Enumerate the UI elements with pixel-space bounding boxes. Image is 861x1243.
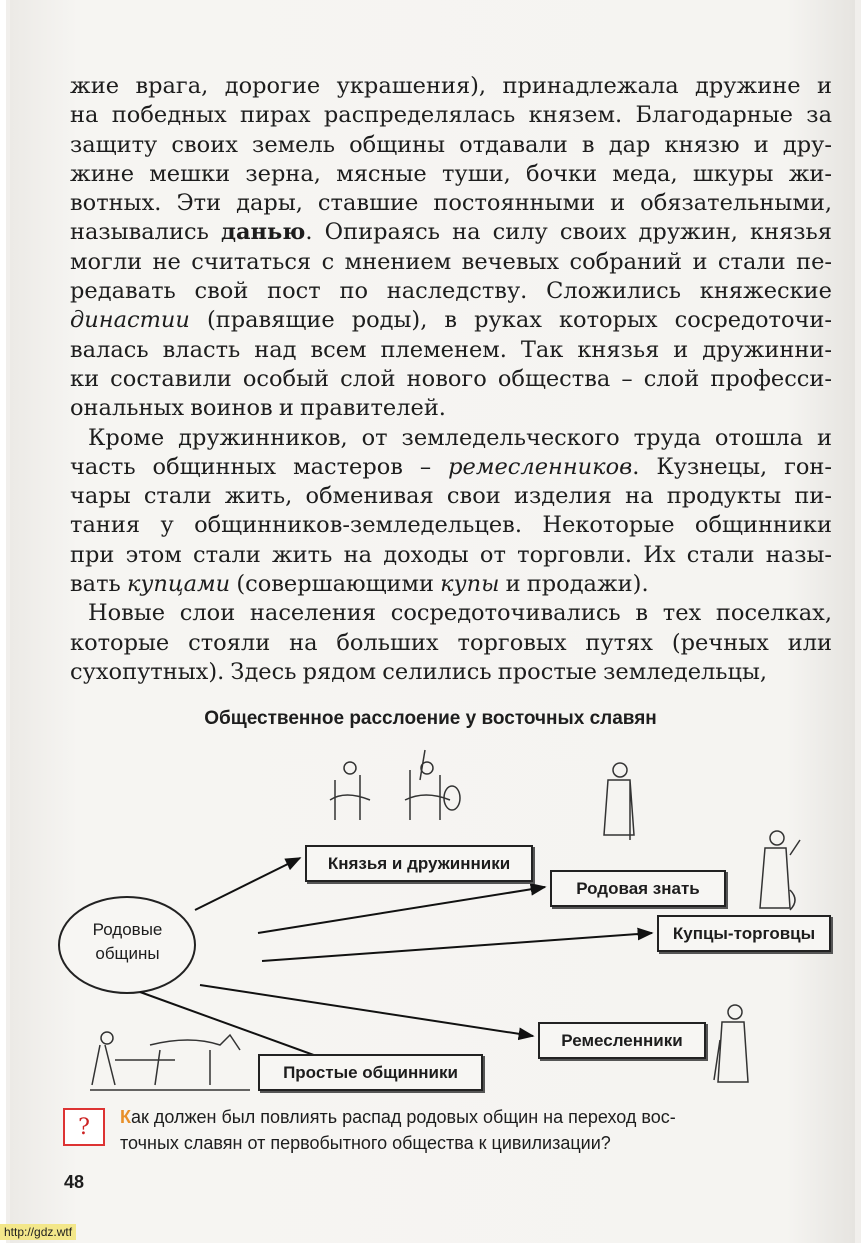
text-segment: которые стояли на больших торговых путях… (70, 629, 832, 656)
text-segment: при этом стали жить на доходы от торговл… (70, 541, 832, 568)
text-segment: и продажи). (499, 571, 649, 598)
text-segment: чары стали жить, обменивая свои изделия … (70, 483, 832, 510)
text-segment: вотных. Эти дары, ставшие постоянными и … (70, 190, 832, 217)
noble-illustration (603, 762, 635, 840)
source-label-line1: Родовые (92, 920, 163, 939)
craftsman-illustration (713, 1004, 749, 1083)
text-segment: тания у общинников-земледельцев. Некотор… (70, 512, 832, 539)
text-segment: жине мешки зерна, мясные туши, бочки мед… (70, 160, 832, 187)
italic-term: купцами (126, 571, 231, 598)
source-label: Родовые общины (70, 918, 185, 966)
text-segment: жие врага, дорогие украшения), принадлеж… (70, 73, 832, 99)
arrow-craftsmen (199, 984, 535, 1041)
text-segment: (совершающими (230, 571, 441, 598)
text-segment: вать (70, 571, 127, 598)
plowman-illustration (90, 1031, 250, 1091)
arrow-merchants (261, 927, 654, 962)
text-line: жие врага, дорогие украшения), принадлеж… (70, 72, 832, 101)
question-text: Как должен был повлиять распад родовых о… (120, 1104, 676, 1156)
question-first-letter: К (120, 1107, 131, 1127)
box-princes: Князья и дружинники (305, 845, 533, 882)
text-line: династии (правящие роды), в руках которы… (70, 306, 832, 335)
text-line: Новые слои населения сосредоточивались в… (70, 599, 832, 628)
text-line: вать купцами (совершающими купы и продаж… (70, 570, 832, 599)
text-line: Кроме дружинников, от земледельческого т… (70, 424, 832, 453)
warriors-illustration (329, 749, 461, 820)
text-line: сухопутных). Здесь рядом селились просты… (70, 658, 832, 687)
text-segment: (правящие роды), в руках которых сосредо… (189, 307, 832, 334)
text-line: валась власть над всем племенем. Так кня… (70, 336, 832, 365)
page-edge (0, 0, 6, 1243)
text-segment: ональных воинов и правителей. (70, 395, 446, 422)
text-line: защиту своих земель общины отдавали в да… (70, 131, 832, 160)
text-line: которые стояли на больших торговых путях… (70, 629, 832, 658)
source-label-line2: общины (95, 944, 160, 963)
box-commoners: Простые общинники (258, 1054, 483, 1091)
box-nobility: Родовая знать (550, 870, 726, 907)
diagram-title: Общественное расслоение у восточных слав… (204, 708, 657, 729)
text-segment: назывались (70, 219, 221, 246)
page-number: 48 (64, 1172, 85, 1192)
text-line: тания у общинников-земледельцев. Некотор… (70, 511, 832, 540)
text-line: редавать свой пост по наследству. Сложил… (70, 277, 832, 306)
text-line: вотных. Эти дары, ставшие постоянными и … (70, 189, 832, 218)
text-line: на победных пирах распределялась князем.… (70, 101, 832, 130)
text-line: ки составили особый слой нового общества… (70, 365, 832, 394)
text-segment: ки составили особый слой нового общества… (70, 365, 832, 392)
merchant-illustration (759, 830, 801, 911)
text-line: назывались данью. Опираясь на силу своих… (70, 218, 832, 247)
text-segment: часть общинных мастеров – (70, 453, 449, 480)
italic-term: купы (440, 571, 500, 598)
italic-term: династии (70, 307, 190, 334)
source-link[interactable]: http://gdz.wtf (0, 1224, 77, 1240)
text-line: жине мешки зерна, мясные туши, бочки мед… (70, 160, 832, 189)
question-line2: точных славян от первобытного общества к… (120, 1133, 611, 1153)
text-segment: . Опираясь на силу своих дружин, князья (305, 219, 833, 246)
text-segment: Кроме дружинников, от земледельческого т… (88, 424, 832, 451)
text-line: часть общинных мастеров – ремесленников.… (70, 453, 832, 482)
italic-term: ремесленников (448, 453, 633, 480)
text-segment: . Кузнецы, гон- (632, 453, 832, 480)
text-segment: защиту своих земель общины отдавали в да… (70, 131, 832, 158)
box-merchants: Купцы-торговцы (657, 915, 831, 952)
box-craftsmen: Ремесленники (538, 1022, 706, 1059)
body-text: жие врага, дорогие украшения), принадлеж… (70, 72, 832, 687)
arrow-princes (194, 857, 302, 911)
text-segment: валась власть над всем племенем. Так кня… (70, 336, 832, 363)
text-segment: редавать свой пост по наследству. Сложил… (70, 278, 832, 305)
source-ellipse (58, 896, 196, 994)
text-segment: сухопутных). Здесь рядом селились просты… (70, 658, 768, 685)
text-segment: на победных пирах распределялась князем.… (70, 102, 832, 129)
text-line: ональных воинов и правителей. (70, 394, 832, 423)
bold-term: данью (220, 219, 306, 246)
text-line: при этом стали жить на доходы от торговл… (70, 541, 832, 570)
question-icon: ? (63, 1108, 105, 1146)
text-line: могли не считаться с мнением вечевых соб… (70, 248, 832, 277)
text-line: чары стали жить, обменивая свои изделия … (70, 482, 832, 511)
text-segment: могли не считаться с мнением вечевых соб… (70, 248, 832, 275)
text-segment: Новые слои населения сосредоточивались в… (88, 600, 832, 627)
book-page (10, 0, 855, 1243)
arrow-nobility (257, 882, 547, 934)
question-line1: ак должен был повлиять распад родовых об… (131, 1107, 676, 1127)
